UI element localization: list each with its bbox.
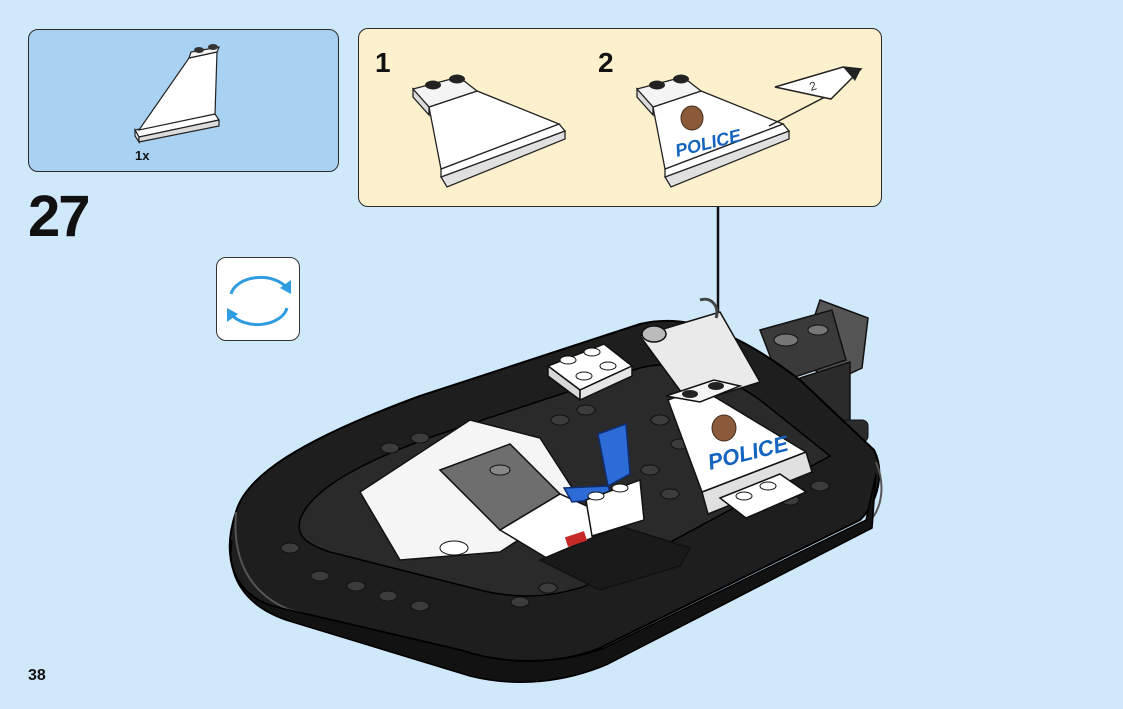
parts-callout: 1x	[28, 29, 339, 172]
step-number: 27	[28, 184, 90, 249]
page-number: 38	[28, 667, 46, 684]
rotate-model-indicator	[216, 257, 300, 341]
substep-number-2: 2	[598, 47, 614, 78]
front-white-plate	[546, 343, 634, 402]
windscreen-substep-illustrations: POLICE 2	[411, 66, 863, 188]
windscreen-plain-icon	[411, 74, 567, 188]
rear-windscreen: POLICE	[638, 311, 813, 519]
white-console	[358, 419, 692, 591]
rear-rail	[641, 297, 719, 343]
windscreen-part-icon	[134, 44, 220, 144]
part-quantity: 1x	[135, 148, 150, 163]
rotate-model-icon	[227, 275, 291, 327]
windscreen-with-sticker-icon: POLICE 2	[635, 66, 863, 188]
sticker-number: 2	[808, 78, 819, 93]
blue-seat	[562, 422, 645, 537]
substep-callout: POLICE 2 1 2	[358, 28, 882, 207]
substep-number-1: 1	[375, 47, 391, 78]
